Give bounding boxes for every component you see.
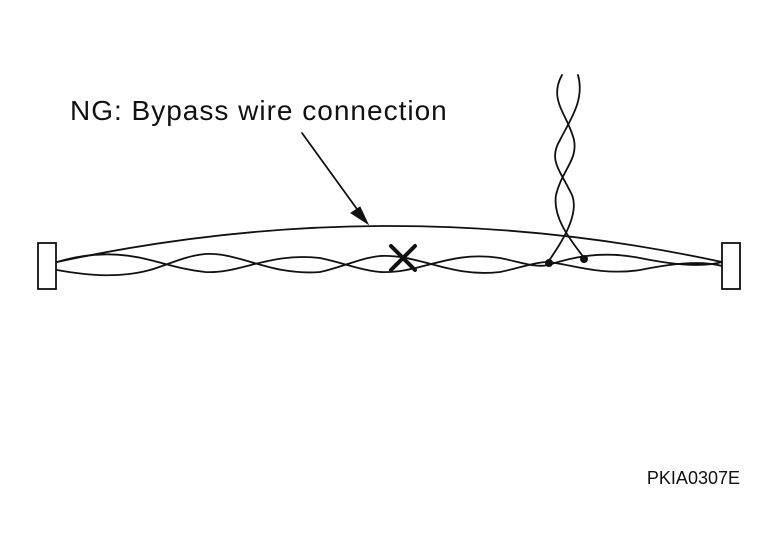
splice-dot-icon xyxy=(580,255,588,263)
figure-code: PKIA0307E xyxy=(647,468,740,488)
cross-mark-icon xyxy=(389,244,417,272)
branch-twisted-pair-icon xyxy=(547,74,585,263)
bypass-wire xyxy=(56,225,723,263)
branch-strand-b xyxy=(554,74,585,259)
branch-strand-a xyxy=(547,74,581,263)
twisted-strand-a xyxy=(56,253,723,273)
connector-right-icon xyxy=(721,242,741,290)
leader-arrow-icon xyxy=(301,132,370,226)
twisted-strand-b xyxy=(56,253,723,277)
connector-left-icon xyxy=(37,242,57,290)
twisted-pair-icon xyxy=(56,253,723,277)
callout-label: NG: Bypass wire connection xyxy=(70,95,448,126)
splice-dot-icon xyxy=(545,259,553,267)
